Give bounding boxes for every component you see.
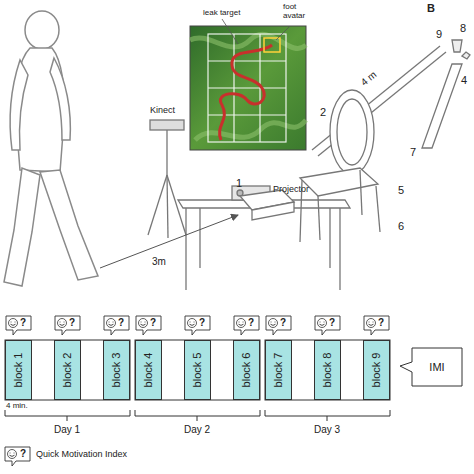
node-text: block 6 (241, 353, 253, 388)
question-mark: ? (329, 317, 335, 328)
bubble-icon (266, 316, 291, 335)
block-box: block 6 (233, 340, 260, 400)
callout-number: 7 (410, 146, 416, 158)
question-mark: ? (199, 317, 205, 328)
smiley-icon (318, 319, 327, 328)
smiley-face (11, 322, 15, 326)
day-label: Day 3 (314, 424, 340, 435)
smiley-face (10, 453, 14, 457)
smiley-face (369, 322, 373, 326)
bubble-icon (136, 316, 161, 335)
bubble-icon (104, 316, 129, 335)
node-text: block 2 (62, 353, 74, 388)
callout-number: 5 (398, 184, 404, 196)
node-text: block 3 (111, 353, 123, 388)
callout-number: 1 (236, 177, 242, 189)
bubble-icon (364, 316, 389, 335)
motivation-bubbles (5, 316, 389, 466)
block-box: block 8 (314, 340, 341, 400)
day-label: Day 1 (54, 424, 80, 435)
block-box: block 3 (103, 340, 130, 400)
smiley-face (109, 322, 113, 326)
smiley-face (190, 322, 194, 326)
smiley-face (60, 322, 64, 326)
smiley-icon (367, 319, 376, 328)
smiley-icon (58, 319, 67, 328)
callout-number: 4 (461, 74, 467, 86)
callout-label: leak target (203, 9, 240, 18)
game-screen (190, 19, 306, 150)
smiley-icon (107, 319, 116, 328)
day-bracket (5, 410, 390, 421)
node-text: block 9 (371, 353, 383, 388)
block-box: block 2 (54, 340, 81, 400)
smiley-face (239, 322, 243, 326)
smiley-icon (269, 319, 278, 328)
node-text: block 1 (13, 353, 25, 388)
question-mark: ? (20, 317, 26, 328)
bubble-icon (185, 316, 210, 335)
smiley-icon (188, 319, 197, 328)
dimension-label: 3m (150, 256, 168, 267)
dimension-line (100, 215, 238, 268)
question-mark: ? (118, 317, 124, 328)
device-label: Kinect (150, 106, 175, 116)
bubble-icon (234, 316, 259, 335)
timeline-frame (5, 340, 390, 400)
callout-label: foot avatar (283, 3, 313, 21)
block-box: block 4 (135, 340, 162, 400)
question-mark: ? (20, 448, 26, 459)
question-mark: ? (378, 317, 384, 328)
day-label: Day 2 (184, 424, 210, 435)
smiley-face (141, 322, 145, 326)
smiley-icon (139, 319, 148, 328)
smiley-icon (8, 450, 17, 459)
speech-bubble (400, 348, 462, 386)
legend-text: Quick Motivation Index (36, 450, 127, 460)
callout-number: 2 (320, 106, 326, 118)
question-mark: ? (280, 317, 286, 328)
panel-letter: B (427, 2, 435, 14)
table-projector (178, 186, 350, 290)
duration-label: 4 min. (6, 402, 28, 411)
imi-bubble: IMI (412, 348, 462, 386)
node-text: block 7 (273, 353, 285, 388)
chair-course (240, 40, 470, 242)
block-box: block 5 (184, 340, 211, 400)
node-text: block 5 (192, 353, 204, 388)
person-figure (4, 11, 98, 286)
question-mark: ? (69, 317, 75, 328)
question-mark: ? (150, 317, 156, 328)
kinect-tripod (148, 120, 186, 238)
callout-number: 9 (436, 28, 442, 40)
bubble-icon (5, 447, 30, 466)
device-label: Projector (273, 185, 309, 195)
smiley-icon (9, 319, 18, 328)
smiley-face (320, 322, 324, 326)
block-box: block 7 (265, 340, 292, 400)
dimension-label: 4 m (359, 69, 379, 88)
node-text: block 4 (143, 353, 155, 388)
node-text: IMI (429, 361, 444, 373)
smiley-icon (237, 319, 246, 328)
callout-number: 6 (398, 220, 404, 232)
bubble-icon (6, 316, 31, 335)
block-box: block 9 (363, 340, 390, 400)
callout-number: 8 (460, 22, 466, 34)
block-box: block 1 (5, 340, 32, 400)
question-mark: ? (248, 317, 254, 328)
bubble-icon (55, 316, 80, 335)
smiley-face (271, 322, 275, 326)
node-text: block 8 (322, 353, 334, 388)
bubble-icon (315, 316, 340, 335)
